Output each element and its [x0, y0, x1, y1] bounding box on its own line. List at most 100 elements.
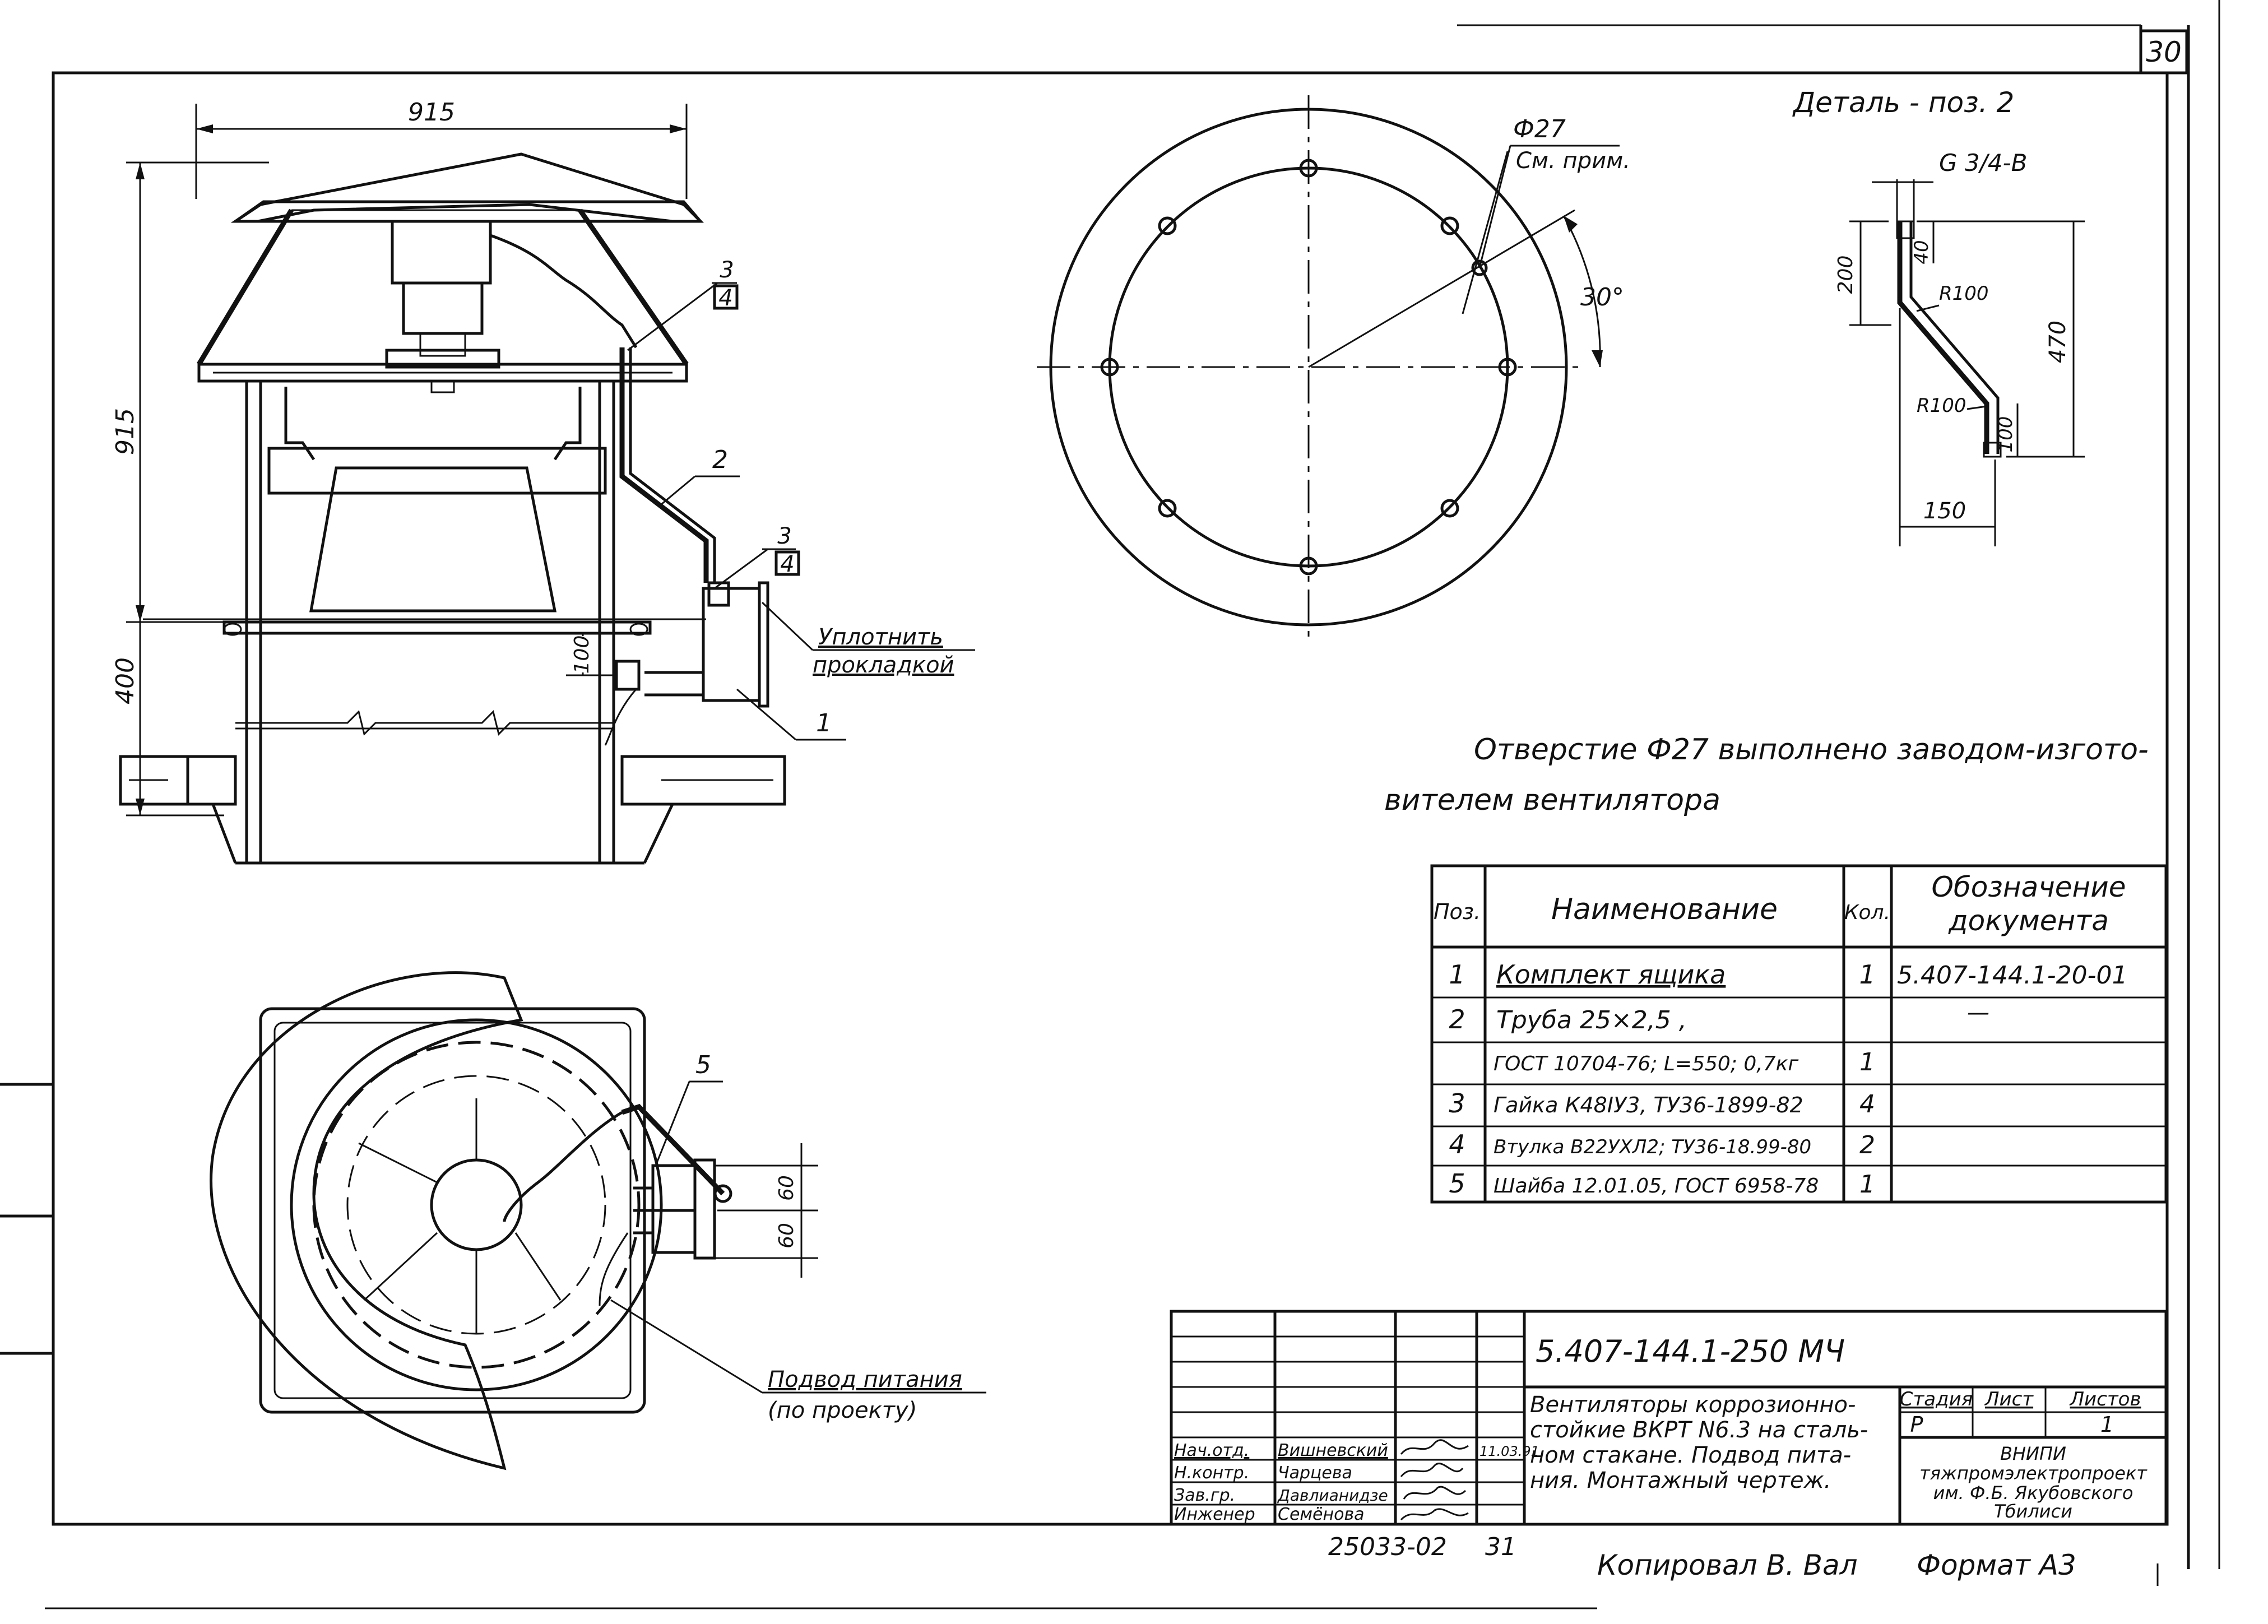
- tb-title-line-3: ном стакане. Подвод пита-: [1530, 1442, 1851, 1468]
- detail-r-lower: R100: [1917, 395, 1966, 417]
- ring-angle: 30°: [1580, 283, 1624, 312]
- spec-header-pos: Поз.: [1434, 899, 1481, 924]
- tb-staff-role: Зав.гр.: [1174, 1486, 1235, 1505]
- sheet-number-box: 30: [2139, 29, 2188, 75]
- callout-3a-bottom: 4: [718, 285, 732, 311]
- spec-pos: 2: [1449, 1004, 1465, 1034]
- detail-dim-150: 150: [1923, 498, 1966, 524]
- spec-doc: —: [1967, 1000, 1989, 1026]
- title-block: 5.407-144.1-250 МЧ Вентиляторы коррозион…: [1170, 1310, 2168, 1526]
- table-row: ГОСТ 10704-76; L=550; 0,7кг 1: [1494, 1048, 1875, 1077]
- sheet-frame: [0, 0, 2220, 1609]
- table-row: 2 Труба 25×2,5 , —: [1449, 1000, 1989, 1034]
- tb-staff-row: Зав.гр. Давлианидзе: [1174, 1486, 1388, 1505]
- spec-qty: 1: [1859, 959, 1875, 990]
- fan-motor: [391, 220, 492, 285]
- detail-dim-470: 470: [2045, 321, 2071, 363]
- detail-thread: G 3/4-B: [1939, 149, 2027, 177]
- detail-pipe: [1897, 221, 1989, 454]
- spec-pos: 5: [1449, 1168, 1465, 1199]
- signatures: [1400, 1439, 1469, 1521]
- plan-volute: [210, 971, 523, 1470]
- tb-designation: 5.407-144.1-250 МЧ: [1536, 1334, 1845, 1369]
- ring-bolt-holes: [1100, 159, 1517, 576]
- callout-3a-top: 3: [720, 257, 734, 283]
- spec-doc: 5.407-144.1-20-01: [1897, 961, 2128, 990]
- dim-height: 915: [111, 408, 140, 455]
- callout-5: 5: [695, 1051, 711, 1079]
- ring-hole-label: Ф27: [1513, 115, 1566, 143]
- detail-dim-40: 40: [1910, 240, 1933, 264]
- spec-name: Комплект ящика: [1496, 959, 1726, 990]
- sheet-number: 30: [2146, 36, 2182, 68]
- dim-flange-top: 60: [775, 1175, 798, 1201]
- spec-qty: 1: [1859, 1170, 1875, 1199]
- tb-org-line-2: тяжпромэлектропроект: [1919, 1463, 2148, 1484]
- detail-pos2: Деталь - поз. 2 G 3/4-B 200 40 470 R100 …: [1792, 86, 2085, 546]
- fan-plan-view: 5 60 60 Подвод питания (по проекту): [210, 971, 986, 1470]
- dim-width: 915: [408, 98, 455, 127]
- ring-flange-view: 30° Ф27 См. прим.: [1037, 95, 1630, 639]
- power-note-line1: Подвод питания: [768, 1367, 962, 1393]
- detail-r-upper: R100: [1939, 282, 1989, 305]
- ring-hole-note: См. прим.: [1516, 148, 1630, 174]
- spec-header-name: Наименование: [1551, 893, 1778, 926]
- spec-header-doc-2: документа: [1948, 904, 2109, 937]
- spec-qty: 4: [1859, 1090, 1875, 1119]
- dim-socket: 100: [571, 635, 593, 674]
- tb-staff-row: Н.контр. Чарцева: [1174, 1463, 1352, 1483]
- tb-title-line-4: ния. Монтажный чертеж.: [1530, 1468, 1831, 1493]
- motor-cable: [490, 234, 638, 349]
- tb-org-line-1: ВНИПИ: [2000, 1443, 2066, 1464]
- tb-staff-row: Нач.отд. Вишневский 11.03.91: [1174, 1441, 1539, 1460]
- spec-pos: 3: [1449, 1088, 1465, 1119]
- callout-3b-top: 3: [777, 523, 791, 549]
- tb-staff-name: Давлианидзе: [1277, 1486, 1388, 1505]
- tb-sheet-label: Лист: [1984, 1388, 2034, 1410]
- spec-name: Шайба 12.01.05, ГОСТ 6958-78: [1494, 1175, 1819, 1198]
- tb-org-line-4: Тбилиси: [1994, 1501, 2072, 1522]
- callout-2: 2: [712, 446, 728, 474]
- spec-qty: 2: [1859, 1131, 1875, 1159]
- tb-staff-name: Чарцева: [1278, 1463, 1352, 1483]
- spec-name: Гайка К48IУ3, ТУ36-1899-82: [1494, 1093, 1803, 1117]
- callout-3b-bottom: 4: [780, 551, 794, 577]
- footer-archive-number: 25033-02: [1328, 1533, 1447, 1561]
- tb-staff-name: Семёнова: [1278, 1505, 1365, 1524]
- spec-qty: 1: [1859, 1048, 1875, 1077]
- detail-dim-200: 200: [1834, 256, 1857, 294]
- tb-staff-role: Инженер: [1174, 1505, 1255, 1524]
- note-line1: Отверстие Ф27 выполнено заводом-изгото-: [1474, 733, 2149, 767]
- tb-stage-label: Стадия: [1900, 1388, 1973, 1410]
- spec-name: ГОСТ 10704-76; L=550; 0,7кг: [1494, 1052, 1799, 1075]
- spec-table: Поз. Наименование Кол. Обозначение докум…: [1430, 864, 2168, 1204]
- tb-staff-date: 11.03.91: [1479, 1444, 1539, 1459]
- note-line2: вителем вентилятора: [1384, 783, 1720, 817]
- tb-staff-row: Инженер Семёнова: [1174, 1505, 1365, 1524]
- table-row: 1 Комплект ящика 1 5.407-144.1-20-01: [1449, 959, 2127, 990]
- table-row: 4 Втулка В22УХЛ2; ТУ36-18.99-80 2: [1449, 1129, 1875, 1159]
- tb-title-line-2: стойкие ВКРТ N6.3 на сталь-: [1530, 1417, 1868, 1443]
- detail-title: Деталь - поз. 2: [1792, 86, 2014, 119]
- footer-archive-sheet: 31: [1485, 1533, 1516, 1561]
- footer-format: Формат А3: [1917, 1549, 2076, 1581]
- detail-dim-100: 100: [1995, 416, 2017, 453]
- footer-copied-by: Копировал В. Вал: [1597, 1549, 1858, 1581]
- tb-staff-name: Вишневский: [1278, 1441, 1388, 1460]
- tb-staff-role: Нач.отд.: [1174, 1441, 1249, 1460]
- spec-pos: 4: [1449, 1129, 1465, 1159]
- dim-depth: 400: [111, 657, 140, 704]
- tb-title-line-1: Вентиляторы коррозионно-: [1530, 1392, 1856, 1418]
- tb-org-line-3: им. Ф.Б. Якубовского: [1933, 1482, 2134, 1504]
- tb-staff-role: Н.контр.: [1174, 1463, 1249, 1483]
- tb-stage-value: Р: [1910, 1412, 1923, 1437]
- table-row: 3 Гайка К48IУ3, ТУ36-1899-82 4: [1449, 1088, 1875, 1119]
- sheet-footer: 25033-02 31 Копировал В. Вал Формат А3: [1328, 1533, 2076, 1581]
- spec-header-qty: Кол.: [1844, 901, 1890, 924]
- spec-name: Труба 25×2,5 ,: [1496, 1006, 1687, 1034]
- conduit-pipe: [619, 347, 709, 583]
- tb-sheets-value: 1: [2100, 1412, 2114, 1437]
- fan-roof: [230, 152, 704, 223]
- spec-header-doc-1: Обозначение: [1932, 871, 2126, 903]
